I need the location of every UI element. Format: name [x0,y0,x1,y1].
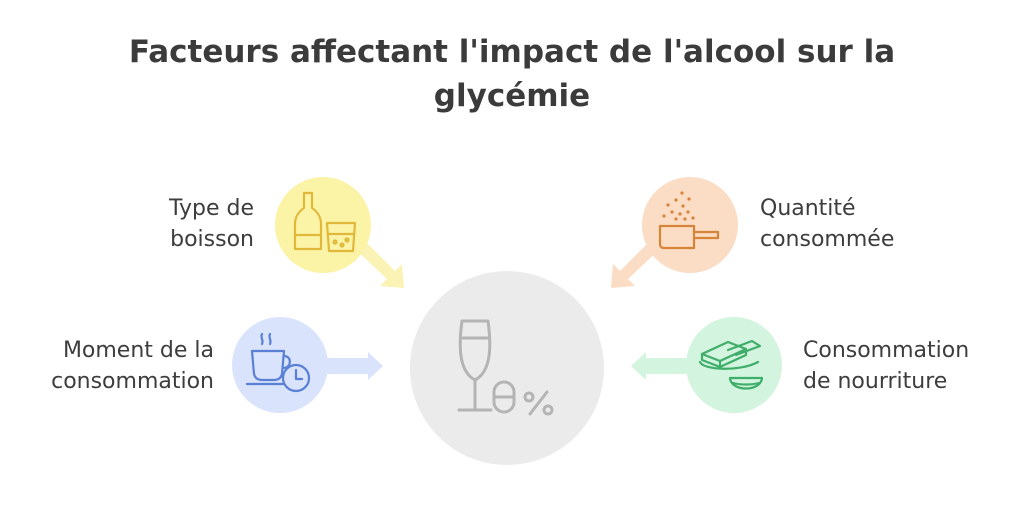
powder-dots [662,191,695,221]
arrow-nourriture [631,352,690,380]
food-bowl-icon [698,339,764,390]
label-moment: Moment de la consommation [51,338,214,394]
measuring-cup-icon [658,224,720,250]
factor-circle-moment [232,317,328,413]
diagram-title: Facteurs affectant l'impact de l'alcool … [128,34,896,114]
factor-circle-nourriture [686,317,782,413]
label-quantite: Quantité consommée [760,196,895,252]
center-circle [410,271,604,465]
arrow-moment [324,352,383,380]
cup-clock-icon [245,332,311,393]
bottle-glass-icon [293,191,357,253]
wine-glass-percent-icon [457,319,554,416]
arrow-type-boisson [352,237,404,288]
factor-circle-type-boisson [275,177,371,273]
label-nourriture: Consommation de nourriture [803,338,970,394]
label-type-boisson: Type de boisson [168,196,254,252]
